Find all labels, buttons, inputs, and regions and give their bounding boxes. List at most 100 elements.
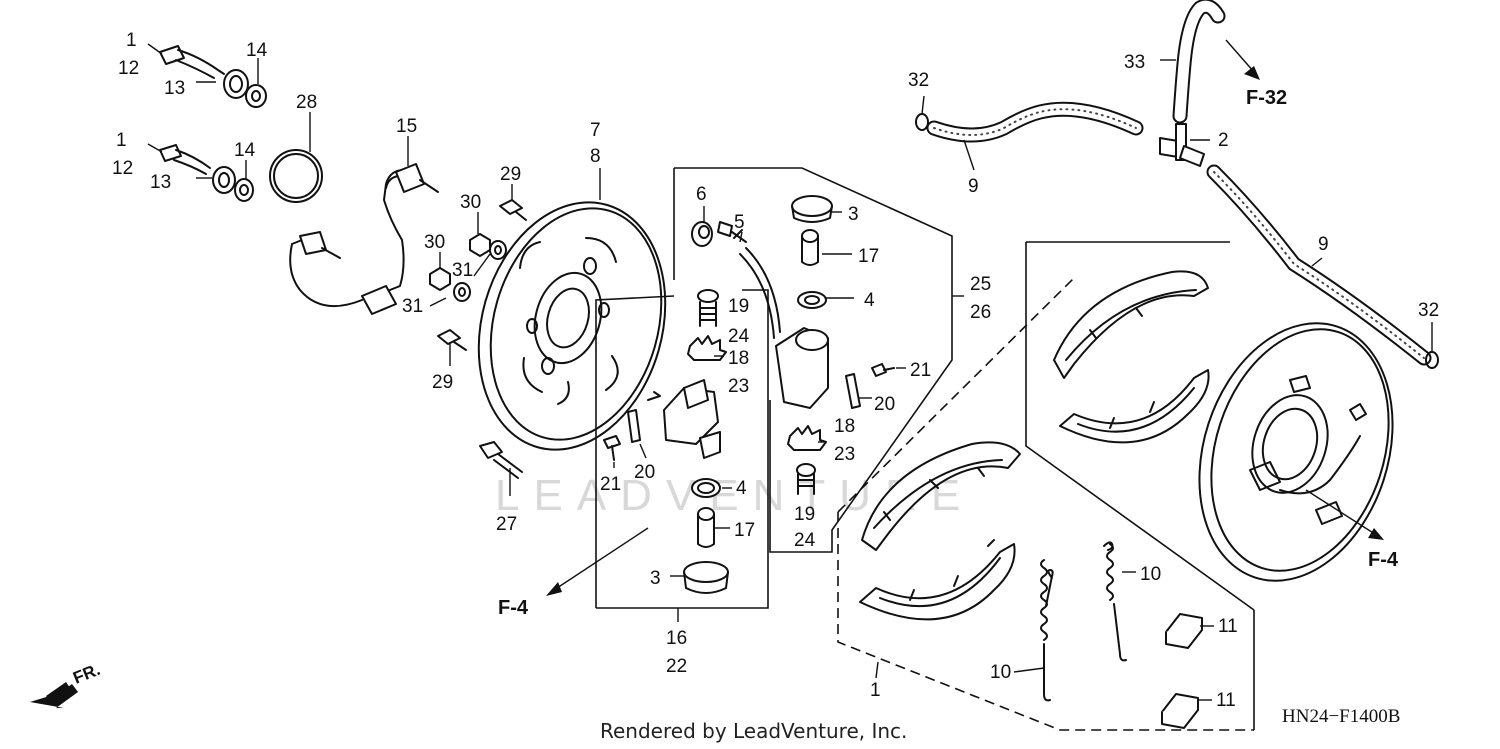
callout-12: 12 — [112, 158, 133, 179]
ref-f4-right[interactable]: F-4 — [1368, 549, 1399, 571]
piston-cup-b[interactable] — [797, 291, 827, 309]
callout-19: 19 — [728, 296, 749, 317]
o-ring[interactable] — [269, 149, 323, 203]
callout-29: 29 — [432, 372, 453, 393]
callout-10: 10 — [990, 662, 1011, 683]
screw-b[interactable] — [871, 363, 895, 377]
bleeder-cap-lower[interactable] — [212, 166, 236, 194]
callout-9: 9 — [1318, 234, 1329, 255]
callout-13: 13 — [164, 78, 185, 99]
leader-lines — [147, 43, 1433, 701]
callout-6: 6 — [696, 184, 707, 205]
flange-bolt[interactable] — [479, 441, 523, 479]
brake-shoe-lower-right[interactable] — [1059, 369, 1210, 444]
brake-shoe-upper-right[interactable] — [1053, 270, 1209, 379]
callout-1: 1 — [870, 680, 881, 701]
adjuster-wheel-b[interactable] — [787, 425, 827, 451]
callout-3: 3 — [848, 204, 859, 225]
callout-3: 3 — [650, 568, 661, 589]
brake-pipe[interactable] — [289, 163, 439, 315]
callout-4: 4 — [736, 478, 747, 499]
callout-31: 31 — [452, 260, 473, 281]
dust-boot-a[interactable] — [683, 561, 729, 594]
ref-f32[interactable]: F-32 — [1246, 87, 1287, 109]
return-spring-long[interactable] — [1103, 541, 1127, 662]
three-way-joint[interactable] — [1159, 123, 1205, 167]
bleeder-screw-upper[interactable] — [159, 45, 225, 79]
hose-clip-left[interactable] — [915, 113, 929, 131]
callout-21: 21 — [600, 474, 621, 495]
brake-shoe-upper-left[interactable] — [861, 441, 1021, 551]
callout-30: 30 — [460, 192, 481, 213]
callout-15: 15 — [396, 116, 417, 137]
return-spring-short[interactable] — [1040, 559, 1054, 702]
adjuster-wheel-a[interactable] — [687, 335, 727, 361]
callout-28: 28 — [296, 92, 317, 113]
callout-26: 26 — [970, 302, 991, 323]
shoe-clip-lower[interactable] — [1161, 693, 1199, 729]
group-box-1 — [837, 241, 1255, 731]
callout-31: 31 — [402, 296, 423, 317]
front-direction-arrow — [30, 682, 78, 708]
shim-plate-a[interactable] — [627, 409, 641, 443]
bolt-upper[interactable] — [499, 199, 527, 221]
callout-17: 17 — [858, 246, 879, 267]
callout-20: 20 — [634, 462, 655, 483]
callout-18: 18 — [834, 416, 855, 437]
callout-23: 23 — [834, 444, 855, 465]
bolt-lower[interactable] — [437, 329, 467, 351]
callout-10: 10 — [1140, 564, 1161, 585]
callout-33: 33 — [1124, 52, 1145, 73]
callout-7: 7 — [590, 120, 601, 141]
nut-upper[interactable] — [245, 84, 267, 108]
nut-lower[interactable] — [234, 178, 254, 202]
bleeder-screw-b[interactable] — [717, 221, 747, 243]
nut-b[interactable] — [429, 267, 451, 291]
wheel-cylinder-a[interactable] — [647, 379, 721, 459]
piston-cup-a[interactable] — [691, 478, 721, 498]
shoe-clip-upper[interactable] — [1165, 613, 1203, 649]
callout-32: 32 — [1418, 300, 1439, 321]
brake-panel-right[interactable] — [1168, 298, 1425, 606]
nut-a[interactable] — [469, 233, 491, 257]
callout-1: 1 — [116, 130, 127, 151]
callout-labels: 1 12 13 14 1 12 13 14 28 15 29 30 30 31 … — [112, 30, 1439, 711]
adjuster-screw-a[interactable] — [697, 289, 719, 327]
breather-hose-upper[interactable] — [1172, 0, 1226, 124]
dust-boot-b[interactable] — [791, 195, 833, 223]
callout-21: 21 — [910, 360, 931, 381]
callout-9: 9 — [968, 176, 979, 197]
callout-4: 4 — [864, 290, 875, 311]
adjuster-screw-b[interactable] — [796, 463, 816, 495]
arrow-to-f4-left — [546, 527, 649, 596]
callout-2: 2 — [1218, 130, 1229, 151]
piston-a[interactable] — [697, 507, 715, 548]
callout-27: 27 — [496, 514, 517, 535]
ref-f4-left[interactable]: F-4 — [498, 597, 529, 619]
bleeder-cap-upper[interactable] — [223, 69, 249, 99]
group-box-18-24 — [673, 167, 953, 553]
callout-17: 17 — [734, 520, 755, 541]
bleeder-screw-lower[interactable] — [159, 144, 211, 175]
bleeder-cap-b[interactable] — [691, 221, 713, 247]
breather-hose-right[interactable] — [1206, 164, 1432, 366]
credit-text: Rendered by LeadVenture, Inc. — [600, 719, 907, 743]
callout-25: 25 — [970, 274, 991, 295]
piston-b[interactable] — [801, 229, 819, 266]
washer-b[interactable] — [453, 282, 471, 302]
callout-29: 29 — [500, 164, 521, 185]
callout-32: 32 — [908, 70, 929, 91]
shim-plate-b[interactable] — [845, 373, 861, 409]
washer-a[interactable] — [489, 240, 507, 260]
callout-14: 14 — [234, 140, 256, 161]
wheel-cylinder-b[interactable] — [739, 247, 829, 409]
breather-hose-left[interactable] — [926, 101, 1144, 143]
callout-8: 8 — [590, 146, 601, 167]
brake-panel-left[interactable] — [451, 180, 693, 472]
screw-a[interactable] — [603, 435, 621, 461]
callout-24: 24 — [728, 326, 750, 347]
brake-shoe-lower-left[interactable] — [859, 539, 1016, 621]
callout-22: 22 — [666, 656, 687, 677]
arrow-to-f4-right — [1305, 489, 1384, 540]
